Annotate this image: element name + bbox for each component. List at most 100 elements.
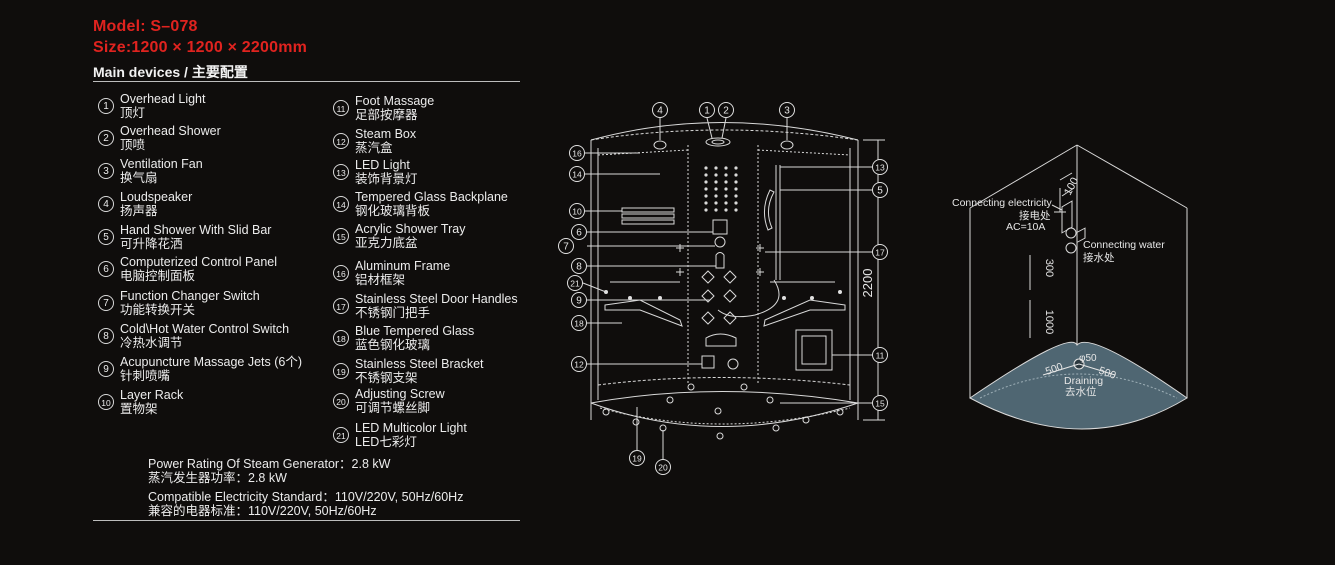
dim-300: 300: [1043, 259, 1055, 277]
callout-number: 2: [723, 106, 729, 117]
body-jet-dot: [734, 180, 738, 184]
callout-13: 13: [872, 159, 888, 175]
device-number-badge: 13: [333, 164, 349, 180]
device-name-cn: 可调节螺丝脚: [355, 401, 431, 415]
callout-21: 21: [567, 275, 583, 291]
device-name-en: Overhead Light: [120, 92, 206, 106]
device-name-cn: 顶喷: [120, 138, 146, 152]
body-jet-dot: [704, 187, 708, 191]
body-jet-dot: [734, 194, 738, 198]
device-name-en: Ventilation Fan: [120, 157, 203, 171]
callout-14: 14: [569, 166, 585, 182]
body-jet-dot: [714, 208, 718, 212]
body-jet-dot: [724, 194, 728, 198]
device-name-en: Stainless Steel Bracket: [355, 357, 484, 371]
device-name-cn: 扬声器: [120, 204, 158, 218]
drain-label-en: Draining: [1064, 375, 1103, 387]
device-name-cn: 换气扇: [120, 171, 158, 185]
device-number-badge: 4: [98, 196, 114, 212]
callout-number: 13: [875, 163, 885, 173]
callout-number: 17: [875, 248, 885, 258]
device-number-badge: 8: [98, 328, 114, 344]
body-jet-dot: [714, 194, 718, 198]
body-jet-dot: [704, 180, 708, 184]
body-jet-dot: [714, 166, 718, 170]
acupuncture-jet: [723, 289, 737, 303]
steam-box: [701, 355, 715, 369]
device-name-cn: 置物架: [120, 402, 158, 416]
callout-6: 6: [571, 224, 587, 240]
spec-power-en: Power Rating Of Steam Generator：2.8 kW: [148, 457, 391, 471]
callout-8: 8: [571, 258, 587, 274]
elec-label-en: Connecting electricity: [952, 197, 1053, 209]
body-jet-dot: [724, 187, 728, 191]
body-jet-dot: [704, 201, 708, 205]
device-name-cn: 装饰背景灯: [355, 172, 418, 186]
height-dimension: 2200: [860, 269, 875, 298]
cabin-top-arc: [590, 122, 859, 141]
callout-number: 1: [704, 106, 710, 117]
device-number-badge: 3: [98, 163, 114, 179]
shower-tray-floor: [969, 341, 1188, 430]
device-name-en: Function Changer Switch: [120, 289, 260, 303]
callout-10: 10: [569, 203, 585, 219]
body-jet-dot: [714, 180, 718, 184]
model-title: Model: S–078: [93, 18, 198, 35]
body-jet-dot: [734, 166, 738, 170]
device-name-cn: 冷热水调节: [120, 336, 183, 350]
device-number-badge: 9: [98, 361, 114, 377]
acupuncture-jet: [701, 311, 715, 325]
device-name-en: Computerized Control Panel: [120, 255, 278, 269]
body-jet-dot: [704, 166, 708, 170]
callout-11: 11: [872, 347, 888, 363]
dim-100: 100: [1062, 176, 1081, 198]
callout-12: 12: [571, 356, 587, 372]
tray-edge: [590, 391, 859, 404]
device-number-badge: 20: [333, 393, 349, 409]
device-name-en: Blue Tempered Glass: [355, 324, 475, 338]
callout-number: 10: [572, 207, 582, 217]
spec-electricity-en: Compatible Electricity Standard：110V/220…: [148, 490, 464, 504]
device-name-en: Layer Rack: [120, 388, 184, 402]
callout-1: 1: [699, 102, 715, 118]
callout-number: 16: [572, 149, 582, 159]
device-number-badge: 5: [98, 229, 114, 245]
dim-phi50: φ50: [1079, 353, 1097, 364]
device-number-badge: 19: [333, 363, 349, 379]
body-jet-dot: [724, 208, 728, 212]
body-jet-dot: [734, 173, 738, 177]
device-name-en: Adjusting Screw: [355, 387, 445, 401]
device-name-en: LED Light: [355, 158, 410, 172]
callout-19: 19: [629, 450, 645, 466]
size-title: Size:1200 × 1200 × 2200mm: [93, 39, 308, 56]
vent-fan: [780, 140, 794, 150]
dim-1000: 1000: [1043, 310, 1055, 334]
device-name-en: Acupuncture Massage Jets (6个): [120, 355, 303, 369]
drain-label-cn: 去水位: [1065, 385, 1097, 398]
device-name-cn: 顶灯: [120, 106, 146, 120]
device-name-en: Foot Massage: [355, 94, 435, 108]
device-name-cn: 足部按摩器: [355, 108, 418, 122]
acupuncture-jet: [701, 270, 715, 284]
callout-number: 21: [570, 279, 580, 289]
callout-20: 20: [655, 459, 671, 475]
callout-16: 16: [569, 145, 585, 161]
device-name-cn: LED七彩灯: [355, 435, 417, 449]
device-name-en: Hand Shower With Slid Bar: [120, 223, 272, 237]
callout-number: 4: [657, 106, 663, 117]
body-jet-dot: [724, 173, 728, 177]
device-name-cn: 功能转换开关: [120, 303, 196, 317]
device-name-cn: 电脑控制面板: [120, 269, 196, 283]
device-number-badge: 10: [98, 394, 114, 410]
device-name-en: Cold\Hot Water Control Switch: [120, 322, 290, 336]
elec-spec: AC=10A: [1006, 221, 1045, 233]
body-jet-dot: [714, 173, 718, 177]
spec-power-cn: 蒸汽发生器功率：2.8 kW: [148, 471, 287, 485]
spec-electricity-cn: 兼容的电器标准：110V/220V, 50Hz/60Hz: [148, 504, 377, 518]
device-name-en: Aluminum Frame: [355, 259, 451, 273]
callout-number: 18: [574, 319, 584, 329]
device-number-badge: 21: [333, 427, 349, 443]
device-name-cn: 亚克力底盆: [355, 236, 418, 250]
device-name-cn: 不锈钢支架: [355, 371, 418, 385]
dim-500-right: 500: [1097, 365, 1118, 382]
